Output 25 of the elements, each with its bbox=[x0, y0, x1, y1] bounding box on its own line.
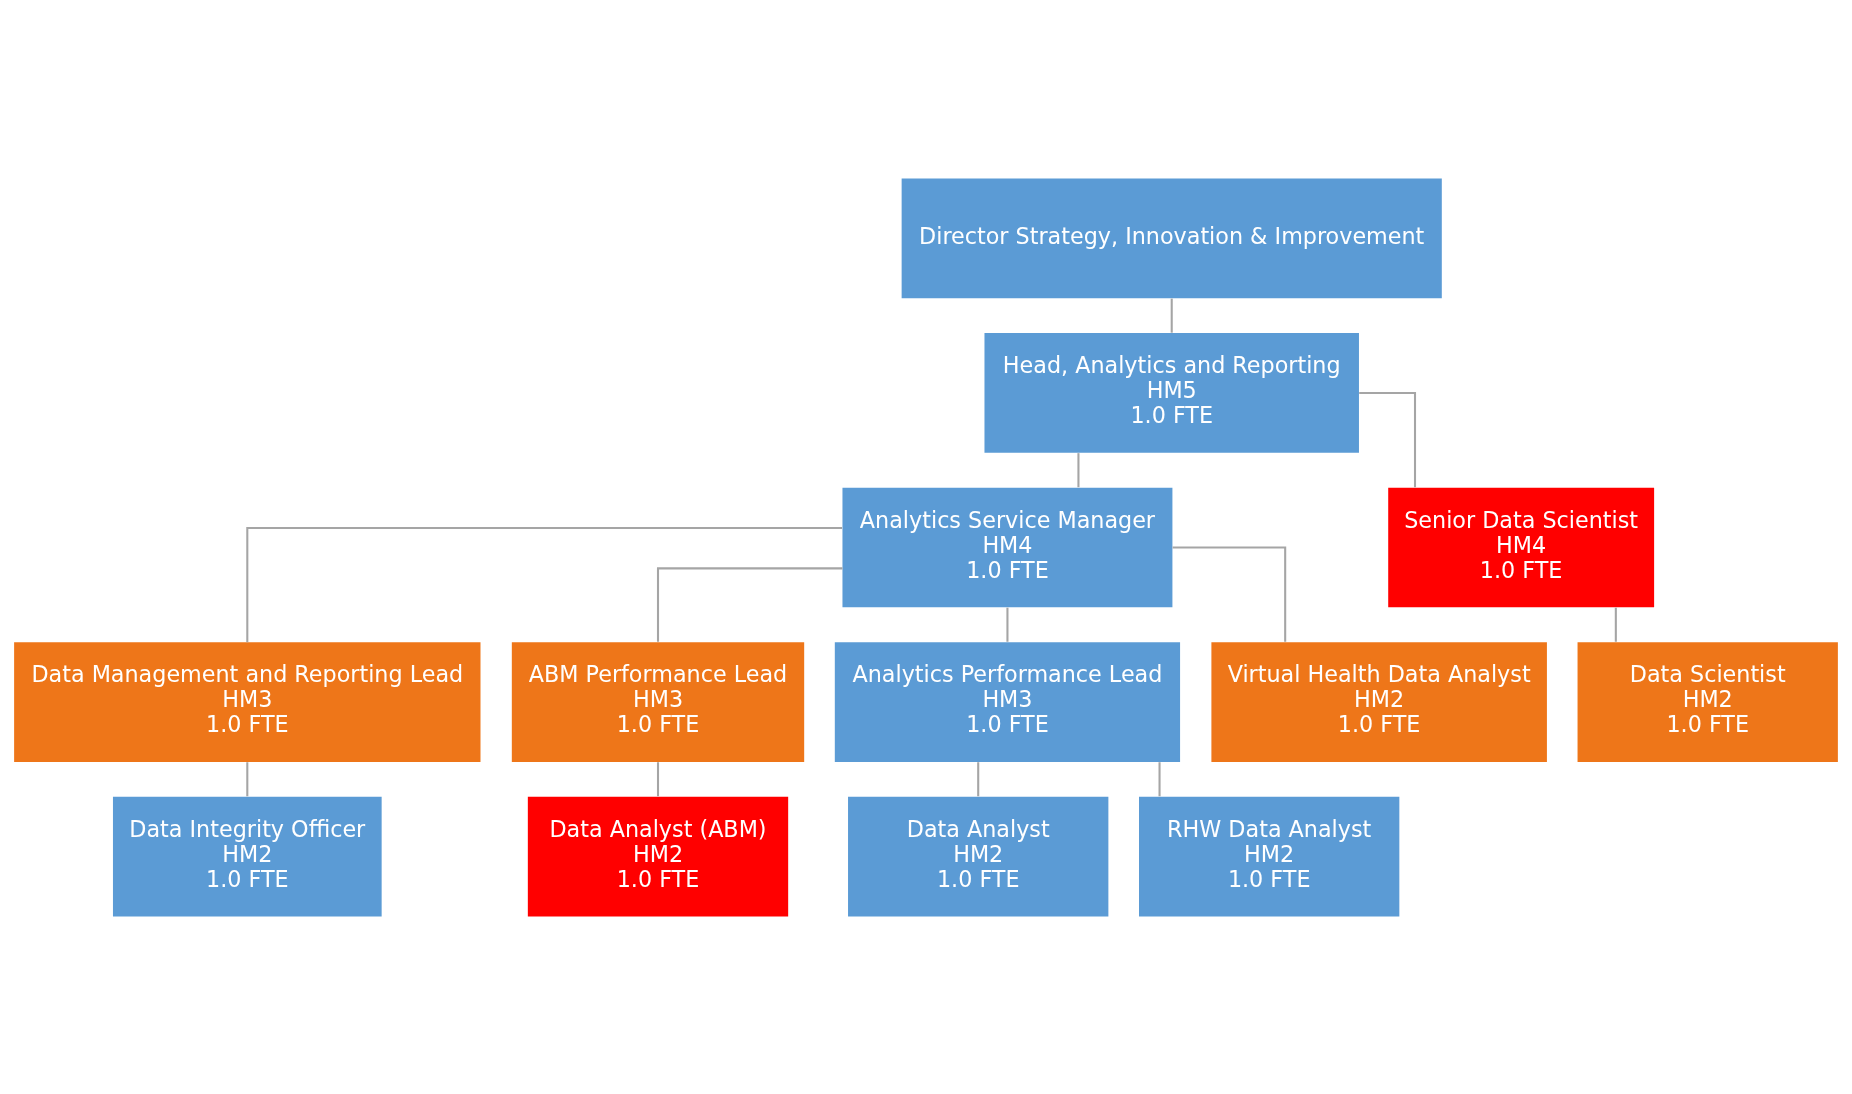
connector bbox=[977, 761, 980, 796]
node-box: Head, Analytics and Reporting HM5 1.0 FTE bbox=[984, 332, 1359, 453]
connector bbox=[246, 761, 249, 796]
node-box: Analytics Performance Lead HM3 1.0 FTE bbox=[834, 641, 1181, 762]
node-box: Director Strategy, Innovation & Improvement bbox=[901, 178, 1442, 298]
node-box: Data Analyst HM2 1.0 FTE bbox=[848, 796, 1109, 916]
connector bbox=[656, 566, 843, 642]
node-box: Senior Data Scientist HM4 1.0 FTE bbox=[1388, 487, 1655, 607]
connector bbox=[1172, 545, 1287, 642]
connector bbox=[656, 761, 660, 796]
node-box: Data Management and Reporting Lead HM3 1.0 FTE bbox=[14, 641, 481, 762]
connector bbox=[1077, 452, 1080, 487]
node-box: Virtual Health Data Analyst HM2 1.0 FTE bbox=[1211, 641, 1547, 762]
connector bbox=[1006, 607, 1009, 642]
node-box: Data Analyst (ABM) HM2 1.0 FTE bbox=[527, 796, 789, 916]
connector bbox=[246, 526, 843, 642]
connector bbox=[1170, 298, 1173, 333]
node-box: RHW Data Analyst HM2 1.0 FTE bbox=[1139, 796, 1400, 916]
node-box: Analytics Service Manager HM4 1.0 FTE bbox=[842, 487, 1173, 607]
node-box: ABM Performance Lead HM3 1.0 FTE bbox=[511, 641, 805, 762]
node-box: Data Scientist HM2 1.0 FTE bbox=[1577, 641, 1838, 762]
connector bbox=[1359, 391, 1417, 487]
connector bbox=[1158, 761, 1161, 796]
connector bbox=[1614, 607, 1617, 642]
node-box: Data Integrity Officer HM2 1.0 FTE bbox=[112, 796, 382, 916]
